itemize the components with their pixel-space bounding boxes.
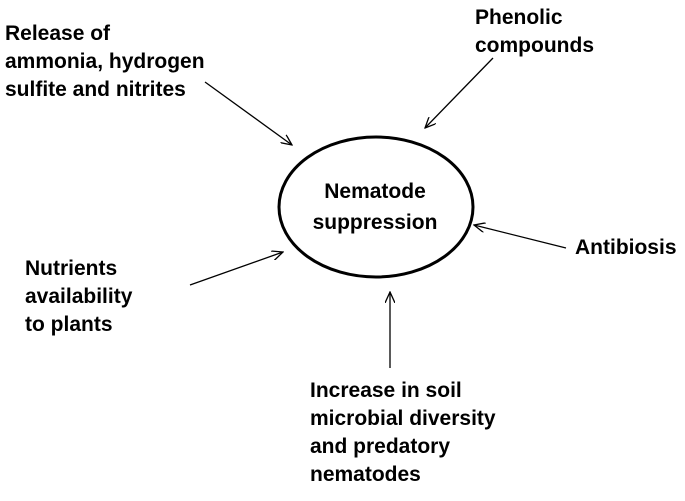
factor-ammonia-line: Release of (5, 22, 111, 45)
factor-ammonia: Release of ammonia, hydrogen sulfite and… (5, 20, 205, 104)
factor-nutrients: Nutrients availability to plants (25, 255, 132, 339)
center-label: Nematode suppression (270, 176, 480, 238)
arrow-phenolic (425, 57, 494, 128)
factor-phenolic-line: compounds (475, 34, 594, 57)
factor-microbial-line: nematodes (310, 463, 421, 486)
factor-antibiosis: Antibiosis (575, 234, 677, 262)
factor-microbial-line: Increase in soil (310, 379, 462, 402)
factor-phenolic: Phenolic compounds (475, 4, 594, 60)
factor-nutrients-line: to plants (25, 313, 113, 336)
factor-microbial: Increase in soil microbial diversity and… (310, 377, 496, 489)
factor-antibiosis-line: Antibiosis (575, 236, 677, 259)
factor-nutrients-line: availability (25, 285, 133, 308)
arrow-nutrients (189, 252, 283, 286)
arrow-ammonia (204, 81, 292, 145)
central-ellipse (277, 135, 475, 279)
center-label-line: Nematode (324, 180, 426, 203)
arrow-antibiosis (474, 225, 567, 249)
factor-microbial-line: and predatory (310, 435, 451, 458)
factor-ammonia-line: ammonia, hydrogen (5, 50, 205, 73)
factor-ammonia-line: sulfite and nitrites (5, 78, 186, 101)
factor-microbial-line: microbial diversity (310, 407, 496, 430)
factor-nutrients-line: Nutrients (25, 257, 118, 280)
center-label-line: suppression (312, 211, 438, 234)
factor-phenolic-line: Phenolic (475, 6, 563, 29)
